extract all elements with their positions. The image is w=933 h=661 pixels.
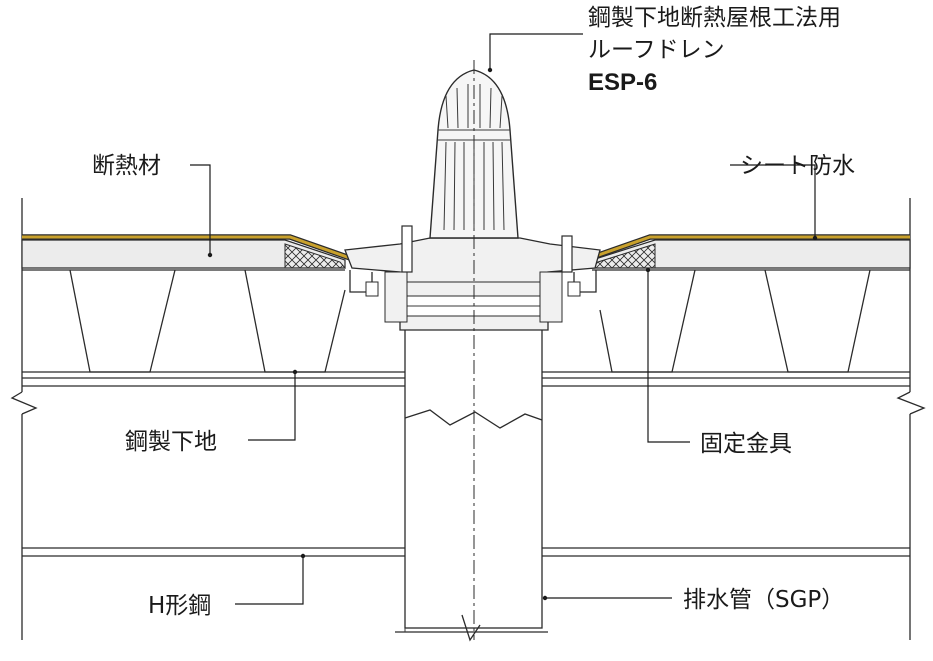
label-sheet-waterproofing: シート防水 [740,153,855,179]
label-drain-name-line1: 鋼製下地断熱屋根工法用 [588,5,841,31]
leader-lines [190,33,818,605]
steel-deck [22,269,910,379]
label-drain-model: ESP-6 [588,69,657,96]
insulation-layer [21,239,911,269]
label-drain-name-line2: ルーフドレン [588,37,725,63]
label-drain-pipe: 排水管（SGP） [683,587,844,613]
fixing-brackets [349,225,597,297]
drain-pipe [395,327,548,642]
section-edges [10,198,926,640]
h-beam [22,385,910,557]
label-fixing-bracket: 固定金具 [700,431,792,457]
label-h-beam: H形鋼 [148,593,211,619]
label-insulation: 断熱材 [92,153,161,179]
label-steel-deck: 鋼製下地 [125,429,217,455]
